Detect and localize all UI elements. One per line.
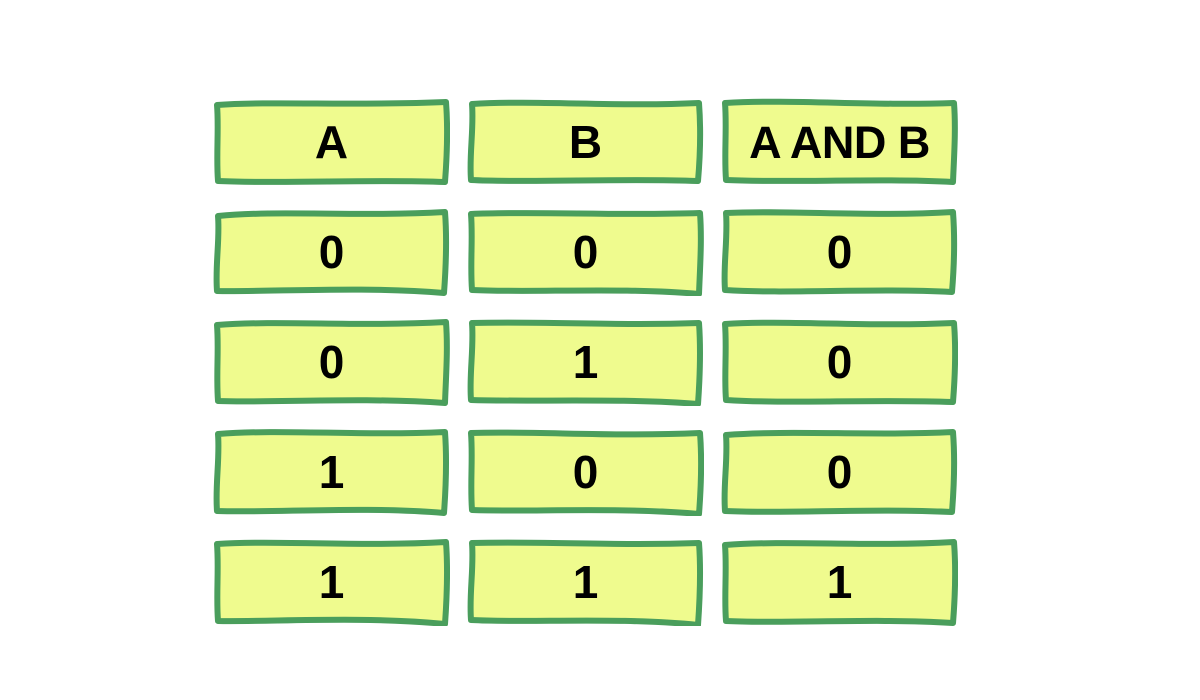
cell-value-result: 0 [826,446,853,498]
table-row: 1 0 0 [213,428,958,516]
cell-result: 0 [721,208,958,296]
header-label-result: A AND B [749,116,930,168]
truth-table: A B A AND B 0 0 [213,98,958,626]
sketch-box-shape [468,210,704,296]
cell-result: 1 [721,538,958,626]
cell-result: 0 [721,318,958,406]
cell-a: 0 [213,208,450,296]
cell-value-result: 0 [826,336,853,388]
cell-b: 1 [467,318,704,406]
cell-b: 1 [467,538,704,626]
header-cell-a: A [213,98,450,186]
cell-value-a: 1 [318,556,345,608]
sketch-box-shape [213,429,450,516]
cell-value-b: 0 [572,446,599,498]
sketch-box-shape [721,429,958,515]
sketch-box-shape [722,539,958,626]
sketch-box-shape [721,209,958,295]
cell-b: 0 [467,428,704,516]
sketch-box-shape [468,429,704,516]
cell-value-b: 1 [572,336,599,388]
cell-a: 1 [213,428,450,516]
cell-b: 0 [467,208,704,296]
table-row: 0 1 0 [213,318,958,406]
cell-value-b: 0 [572,226,599,278]
cell-value-result: 0 [826,226,853,278]
sketch-box-shape [214,539,450,626]
cell-value-a: 1 [318,446,345,498]
sketch-box-shape [467,539,704,626]
cell-a: 0 [213,318,450,406]
cell-value-a: 0 [318,336,345,388]
header-cell-result: A AND B [721,98,958,186]
sketch-box-shape [722,98,958,185]
cell-result: 0 [721,428,958,516]
table-row: 0 0 0 [213,208,958,296]
header-cell-b: B [467,98,704,186]
header-label-a: A [314,116,349,168]
sketch-box-shape [213,209,450,296]
table-header-row: A B A AND B [213,98,958,186]
sketch-box-shape [214,319,450,406]
sketch-box-shape [467,319,704,406]
cell-value-result: 1 [826,556,853,608]
sketch-box-shape [214,99,450,185]
cell-value-a: 0 [318,226,345,278]
sketch-box-shape [467,99,704,184]
header-label-b: B [568,116,603,168]
sketch-box-shape [722,319,958,405]
table-row: 1 1 1 [213,538,958,626]
cell-value-b: 1 [572,556,599,608]
cell-a: 1 [213,538,450,626]
